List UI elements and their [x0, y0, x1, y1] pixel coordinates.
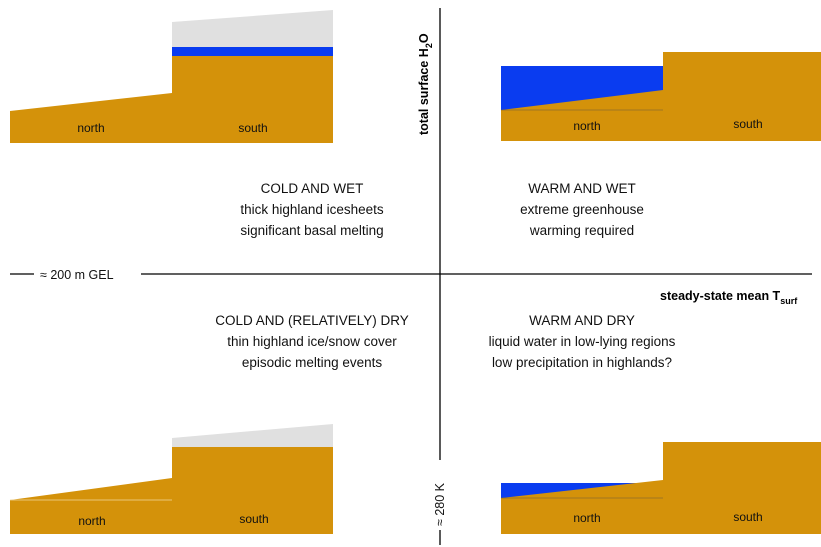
- quadrant-title: WARM AND DRY: [529, 313, 635, 328]
- temperature-marker-label: ≈ 280 K: [433, 482, 447, 526]
- north-label: north: [573, 119, 600, 133]
- quadrant-line: warming required: [529, 223, 634, 238]
- south-highland: [172, 56, 333, 143]
- quadrant-line: thin highland ice/snow cover: [227, 334, 397, 349]
- north-lowland: [10, 478, 172, 534]
- south-highland: [663, 442, 821, 534]
- ice-cover: [172, 424, 333, 447]
- north-lowland: [501, 90, 663, 141]
- quadrant-text-warm-dry: WARM AND DRY liquid water in low-lying r…: [489, 313, 676, 370]
- x-axis-label: steady-state mean Tsurf: [660, 289, 798, 306]
- panel-warm-dry: north south: [501, 442, 821, 534]
- panel-cold-wet: north south: [10, 10, 333, 143]
- water-layer: [172, 47, 333, 56]
- ice-sheet: [172, 10, 333, 47]
- quadrant-title: COLD AND WET: [261, 181, 364, 196]
- quadrant-line: liquid water in low-lying regions: [489, 334, 676, 349]
- south-highland: [172, 447, 333, 534]
- quadrant-text-cold-dry: COLD AND (RELATIVELY) DRY thin highland …: [215, 313, 409, 370]
- north-lowland: [10, 93, 172, 143]
- gel-marker-label: ≈ 200 m GEL: [40, 268, 114, 282]
- north-label: north: [77, 121, 104, 135]
- quadrant-line: extreme greenhouse: [520, 202, 644, 217]
- north-label: north: [78, 514, 105, 528]
- panel-warm-wet: north south: [501, 52, 821, 141]
- quadrant-line: low precipitation in highlands?: [492, 355, 672, 370]
- north-label: north: [573, 511, 600, 525]
- quadrant-line: significant basal melting: [240, 223, 383, 238]
- quadrant-text-cold-wet: COLD AND WET thick highland icesheets si…: [240, 181, 384, 238]
- panel-cold-dry: north south: [10, 424, 333, 534]
- north-lowland: [501, 480, 663, 534]
- south-label: south: [239, 512, 268, 526]
- south-label: south: [733, 117, 762, 131]
- y-axis-label: total surface H2O: [417, 33, 434, 135]
- quadrant-text-warm-wet: WARM AND WET extreme greenhouse warming …: [520, 181, 644, 238]
- south-label: south: [733, 510, 762, 524]
- south-label: south: [238, 121, 267, 135]
- quadrant-line: episodic melting events: [242, 355, 383, 370]
- quadrant-title: COLD AND (RELATIVELY) DRY: [215, 313, 409, 328]
- quadrant-title: WARM AND WET: [528, 181, 636, 196]
- south-highland: [663, 52, 821, 141]
- quadrant-line: thick highland icesheets: [240, 202, 384, 217]
